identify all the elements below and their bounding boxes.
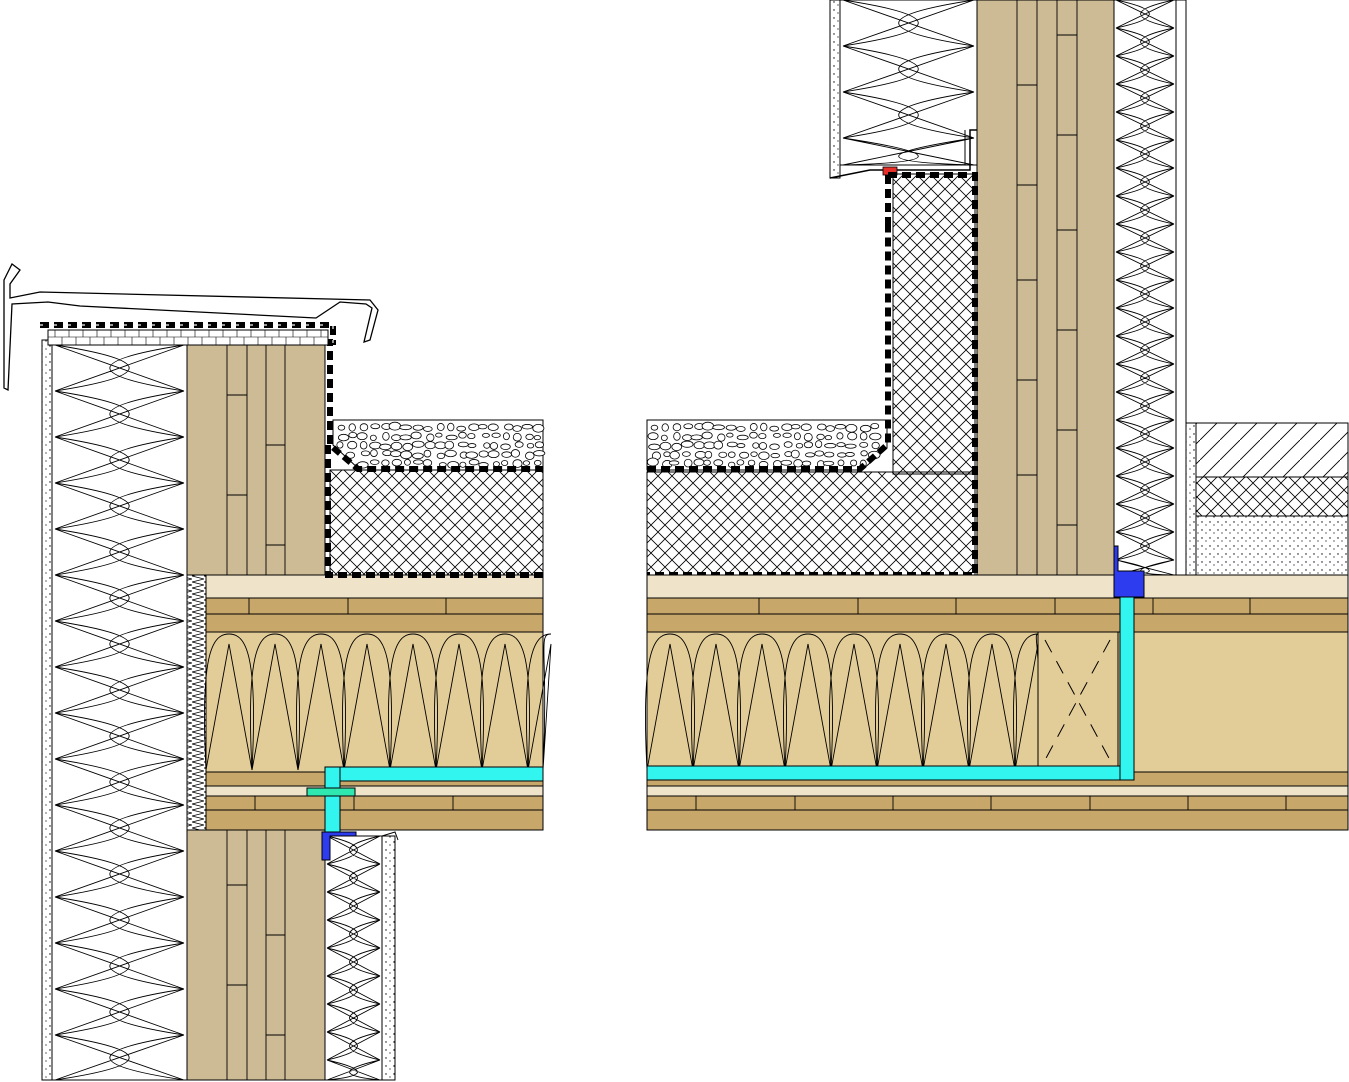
parapet-detail [3, 263, 552, 1081]
clip-bracket-left [321, 831, 357, 861]
solid-timber-blocking [1037, 631, 1119, 768]
service-pipe-right [646, 596, 1135, 781]
timber-wall-lower-left [186, 829, 326, 1081]
roof-slab-left [204, 574, 552, 831]
floor-infill-right [1133, 631, 1349, 773]
waterproof-membrane-left [40, 322, 543, 578]
wall-insulation-right [1113, 0, 1187, 576]
timber-wall-right [976, 0, 1115, 576]
inner-insulation-lower-left [324, 831, 399, 1081]
fibre-board [186, 574, 207, 831]
metal-coping [3, 263, 379, 392]
gravel-ballast-left [332, 419, 546, 471]
clip-bracket-right [1113, 545, 1145, 598]
render-strip [41, 339, 53, 1081]
gravel-ballast-right [646, 419, 888, 471]
adjacent-floor-buildup [1185, 422, 1349, 576]
rigid-insulation-right [646, 471, 976, 576]
upper-insulated-panel [829, 0, 978, 179]
wall-junction-detail [645, 0, 1349, 831]
wall-insulation-left [51, 344, 188, 1081]
rigid-insulation-upstand [892, 173, 976, 475]
rigid-insulation-left [329, 469, 544, 576]
timber-wall-upper-left [186, 344, 326, 576]
